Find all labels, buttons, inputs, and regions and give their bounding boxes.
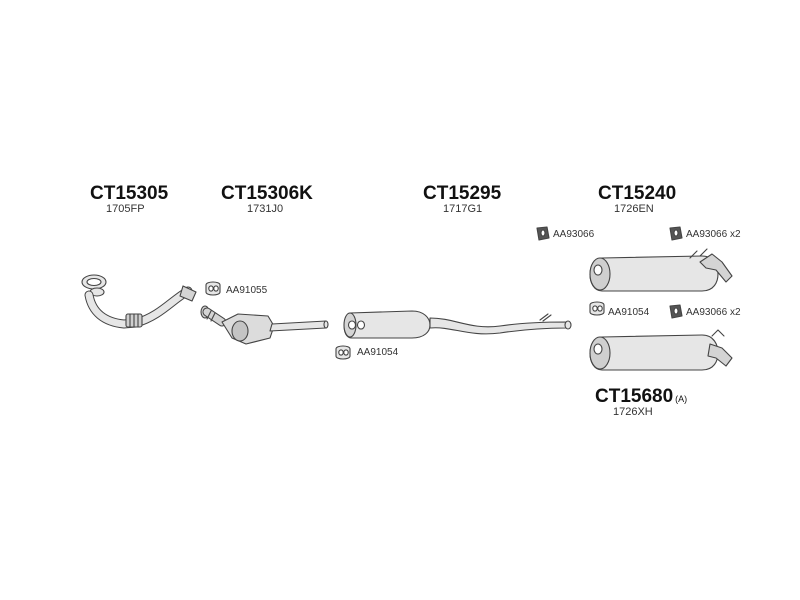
part-ref-rear-silencer-alt: 1726XH [613, 406, 653, 418]
part-ref-front-pipe: 1705FP [106, 203, 145, 215]
center-silencer-drawing [343, 310, 572, 339]
clamp-rear-bottom-right-qty: x2 [729, 307, 741, 318]
clamp-rear-top-right-qty: x2 [729, 229, 741, 240]
part-code-front-pipe: CT15305 [90, 183, 169, 204]
part-ref-rear-silencer: 1726EN [614, 203, 654, 215]
accessory-label-gasket-rear: AA91054 [608, 307, 650, 318]
accessory-label-clamp-rear-top: AA93066 [553, 229, 595, 240]
part-ref-catalyst: 1731J0 [247, 203, 284, 215]
rear-silencer-alt-drawing [589, 329, 733, 371]
gasket-icon [589, 301, 605, 316]
accessory-label-gasket-front: AA91055 [226, 285, 268, 296]
accessory-label-clamp-rear-top-right: AA93066 x2 [686, 229, 741, 240]
clamp-rear-top-right-code: AA93066 [686, 229, 728, 240]
rubber-mount-icon [669, 304, 683, 319]
part-code-suffix: (A) [675, 394, 688, 404]
front-pipe-drawing [81, 274, 197, 329]
rubber-mount-icon [669, 226, 683, 241]
rear-silencer-drawing [589, 248, 733, 292]
gasket-icon [335, 345, 351, 360]
accessory-label-gasket-mid: AA91054 [357, 347, 399, 358]
part-code-center-silencer: CT15295 [423, 183, 502, 204]
part-ref-center-silencer: 1717G1 [443, 203, 483, 215]
part-code-rear-silencer-alt: CT15680(A) [595, 386, 687, 408]
part-code-catalyst: CT15306K [221, 183, 313, 204]
rubber-mount-icon [536, 226, 550, 241]
part-code-rear-silencer-alt-text: CT15680 [595, 386, 674, 407]
clamp-rear-bottom-right-code: AA93066 [686, 307, 728, 318]
gasket-icon [205, 281, 221, 296]
part-code-rear-silencer: CT15240 [598, 183, 677, 204]
accessory-label-clamp-rear-bottom-right: AA93066 x2 [686, 307, 741, 318]
catalyst-drawing [200, 305, 329, 345]
